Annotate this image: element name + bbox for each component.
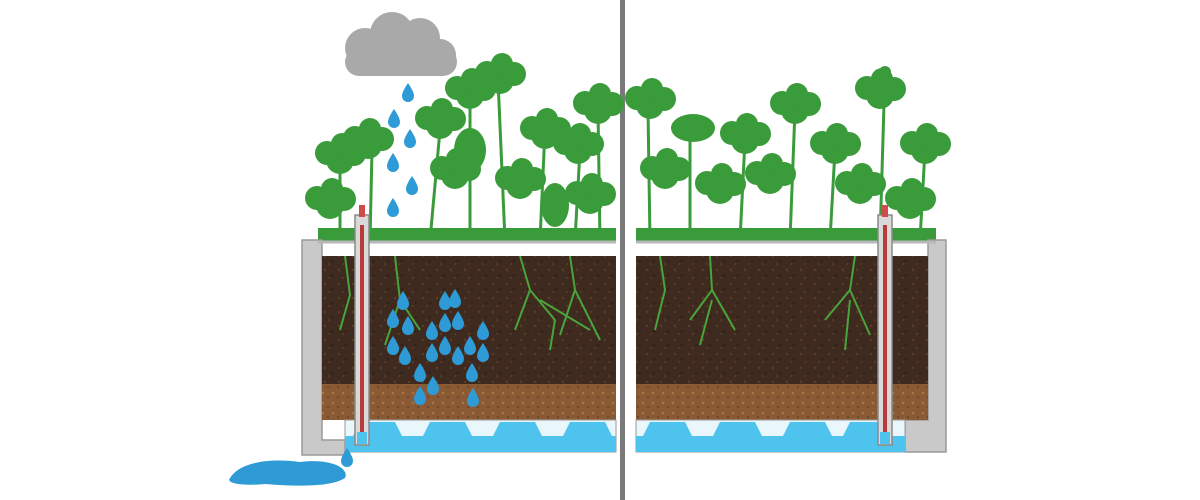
right-panel [625, 66, 951, 452]
plants-right [625, 66, 951, 242]
left-panel [229, 12, 624, 486]
water-level-indicator [355, 205, 369, 445]
plants [305, 53, 624, 242]
water-level-indicator-right [878, 205, 892, 445]
rain-cloud-icon [345, 12, 457, 76]
panel-divider [620, 0, 625, 500]
raindrops [387, 83, 418, 217]
